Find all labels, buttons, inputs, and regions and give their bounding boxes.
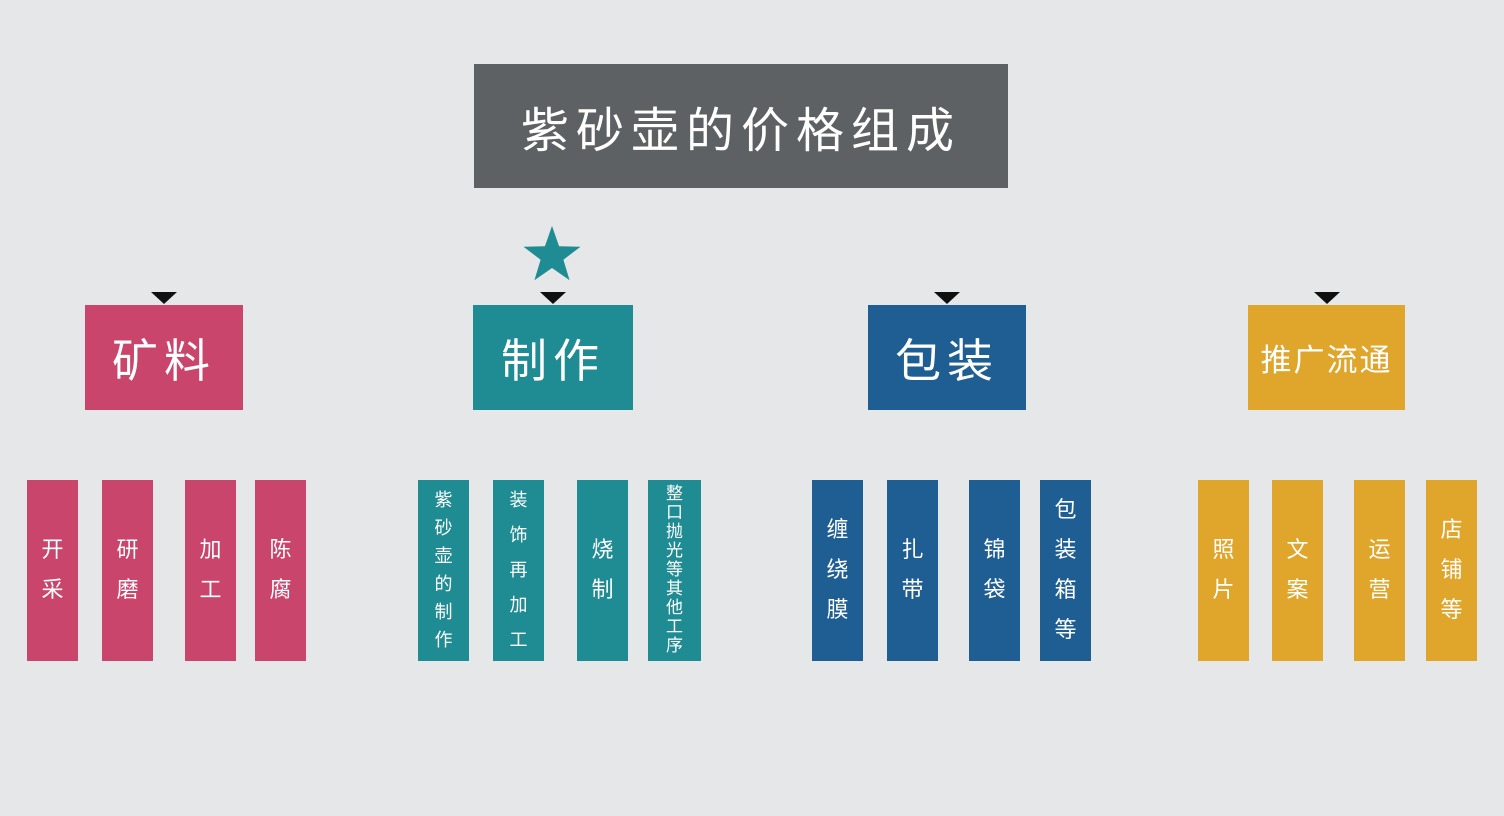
leaf-node: 烧制 [577, 480, 628, 661]
leaf-label: 文案 [1286, 537, 1309, 603]
arrowhead-icon [934, 292, 960, 304]
leaf-node: 开采 [27, 480, 78, 661]
leaf-node: 运营 [1354, 480, 1405, 661]
leaf-label: 烧制 [591, 537, 614, 603]
leaf-node: 照片 [1198, 480, 1249, 661]
leaf-label: 陈腐 [269, 537, 292, 603]
subtree-branch-1 [443, 410, 673, 480]
leaf-label: 加工 [199, 537, 222, 603]
leaf-node: 锦袋 [969, 480, 1020, 661]
branch-label: 包装 [895, 333, 999, 388]
branch-node-packaging: 包装 [868, 305, 1026, 410]
leaf-node: 文案 [1272, 480, 1323, 661]
branch-node-mineral-material: 矿料 [85, 305, 243, 410]
leaf-label: 运营 [1368, 537, 1391, 603]
leaf-label: 紫砂壶的制作 [434, 489, 453, 651]
branch-node-production: 制作 [473, 305, 633, 410]
leaf-label: 店铺等 [1440, 517, 1463, 623]
arrowhead-icon [151, 292, 177, 304]
leaf-node: 加工 [185, 480, 236, 661]
branch-label: 推广流通 [1260, 343, 1393, 379]
leaf-node: 缠绕膜 [812, 480, 863, 661]
leaf-node: 紫砂壶的制作 [418, 480, 469, 661]
subtree-branch-0 [52, 410, 280, 480]
root-node: 紫砂壶的价格组成 [474, 64, 1008, 188]
leaf-node: 扎带 [887, 480, 938, 661]
leaf-node: 研磨 [102, 480, 153, 661]
arrowhead-icon [540, 292, 566, 304]
branch-label: 矿料 [112, 333, 216, 388]
leaf-label: 研磨 [116, 537, 139, 603]
leaf-node: 店铺等 [1426, 480, 1477, 661]
sub-tree-connectors [52, 410, 1451, 480]
leaf-label: 整口抛光等其他工序 [666, 484, 683, 656]
leaf-label: 照片 [1212, 537, 1235, 603]
leaf-label: 扎带 [901, 537, 924, 603]
leaf-node: 整口抛光等其他工序 [648, 480, 701, 661]
leaf-label: 缠绕膜 [826, 517, 849, 623]
leaf-node: 陈腐 [255, 480, 306, 661]
arrowhead-icon [1314, 292, 1340, 304]
branch-arrowheads [151, 292, 1340, 304]
subtree-branch-3 [1223, 410, 1451, 480]
leaf-label: 装饰再加工 [509, 489, 528, 651]
star-icon [523, 226, 581, 281]
branch-label: 制作 [501, 333, 605, 388]
subtree-branch-2 [837, 410, 1065, 480]
branch-node-promotion: 推广流通 [1248, 305, 1405, 410]
branch-arrow-connectors [164, 261, 1327, 292]
leaf-label: 开采 [41, 537, 64, 603]
leaf-label: 包装箱等 [1054, 497, 1077, 643]
leaf-node: 包装箱等 [1040, 480, 1091, 661]
leaf-label: 锦袋 [983, 537, 1006, 603]
page-title: 紫砂壶的价格组成 [520, 103, 961, 159]
leaf-node: 装饰再加工 [493, 480, 544, 661]
